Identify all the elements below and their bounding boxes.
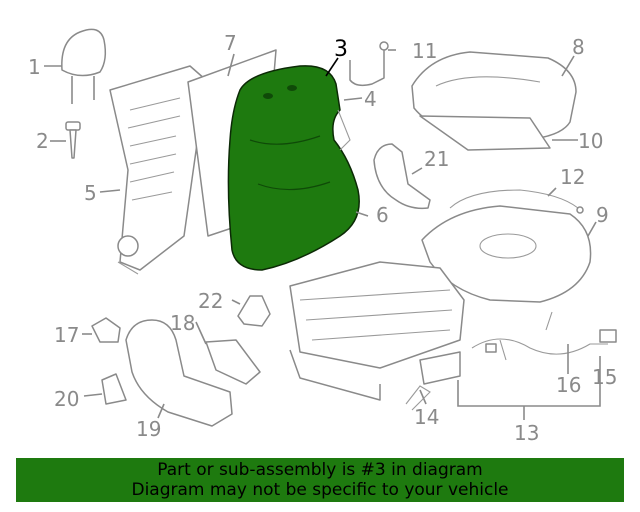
callout-10: 10 [578, 129, 603, 153]
part-rod [349, 41, 389, 87]
callout-3: 3 [334, 37, 348, 62]
callout-19: 19 [136, 417, 161, 441]
info-banner: Part or sub-assembly is #3 in diagram Di… [16, 458, 624, 502]
banner-line-disclaimer: Diagram may not be specific to your vehi… [131, 480, 509, 500]
callout-labels: 1 2 3 4 5 6 7 8 9 10 11 12 13 14 15 16 1… [28, 31, 617, 445]
part-harness [471, 311, 617, 361]
callout-15: 15 [592, 365, 617, 389]
leader-lines [44, 49, 601, 420]
callout-9: 9 [596, 203, 609, 227]
callout-2: 2 [36, 129, 49, 153]
callout-5: 5 [84, 181, 97, 205]
banner-line-part: Part or sub-assembly is #3 in diagram [157, 460, 483, 480]
callout-16: 16 [556, 373, 581, 397]
part-17 [91, 317, 121, 343]
part-wire [449, 189, 584, 214]
callout-21: 21 [424, 147, 449, 171]
callout-8: 8 [572, 35, 585, 59]
callout-1: 1 [28, 55, 41, 79]
part-headrest [61, 28, 107, 104]
callout-4: 4 [364, 87, 377, 111]
callout-18: 18 [170, 311, 195, 335]
part-20 [101, 373, 127, 405]
part-cushion-sheet [419, 115, 551, 151]
part-seat-cushion [421, 205, 592, 303]
callout-17: 17 [54, 323, 79, 347]
part-bracket [237, 295, 271, 327]
part-clip [337, 109, 351, 151]
part-side-cover [373, 143, 431, 210]
callout-12: 12 [560, 165, 585, 189]
callout-13: 13 [514, 421, 539, 445]
parts-diagram: 1 2 3 4 5 6 7 8 9 10 11 12 13 14 15 16 1… [28, 28, 617, 445]
callout-6: 6 [376, 203, 389, 227]
part-seat-track [289, 261, 465, 401]
part-side-shield [125, 319, 233, 427]
callout-20: 20 [54, 387, 79, 411]
part-seatback-frame [109, 65, 207, 275]
callout-22: 22 [198, 289, 223, 313]
callout-7: 7 [224, 31, 237, 55]
callout-14: 14 [414, 405, 439, 429]
part-14 [405, 385, 431, 411]
part-guide [65, 121, 81, 159]
part-18 [205, 339, 261, 385]
part-highlighted-cushion [227, 65, 360, 271]
callout-11: 11 [412, 39, 437, 63]
